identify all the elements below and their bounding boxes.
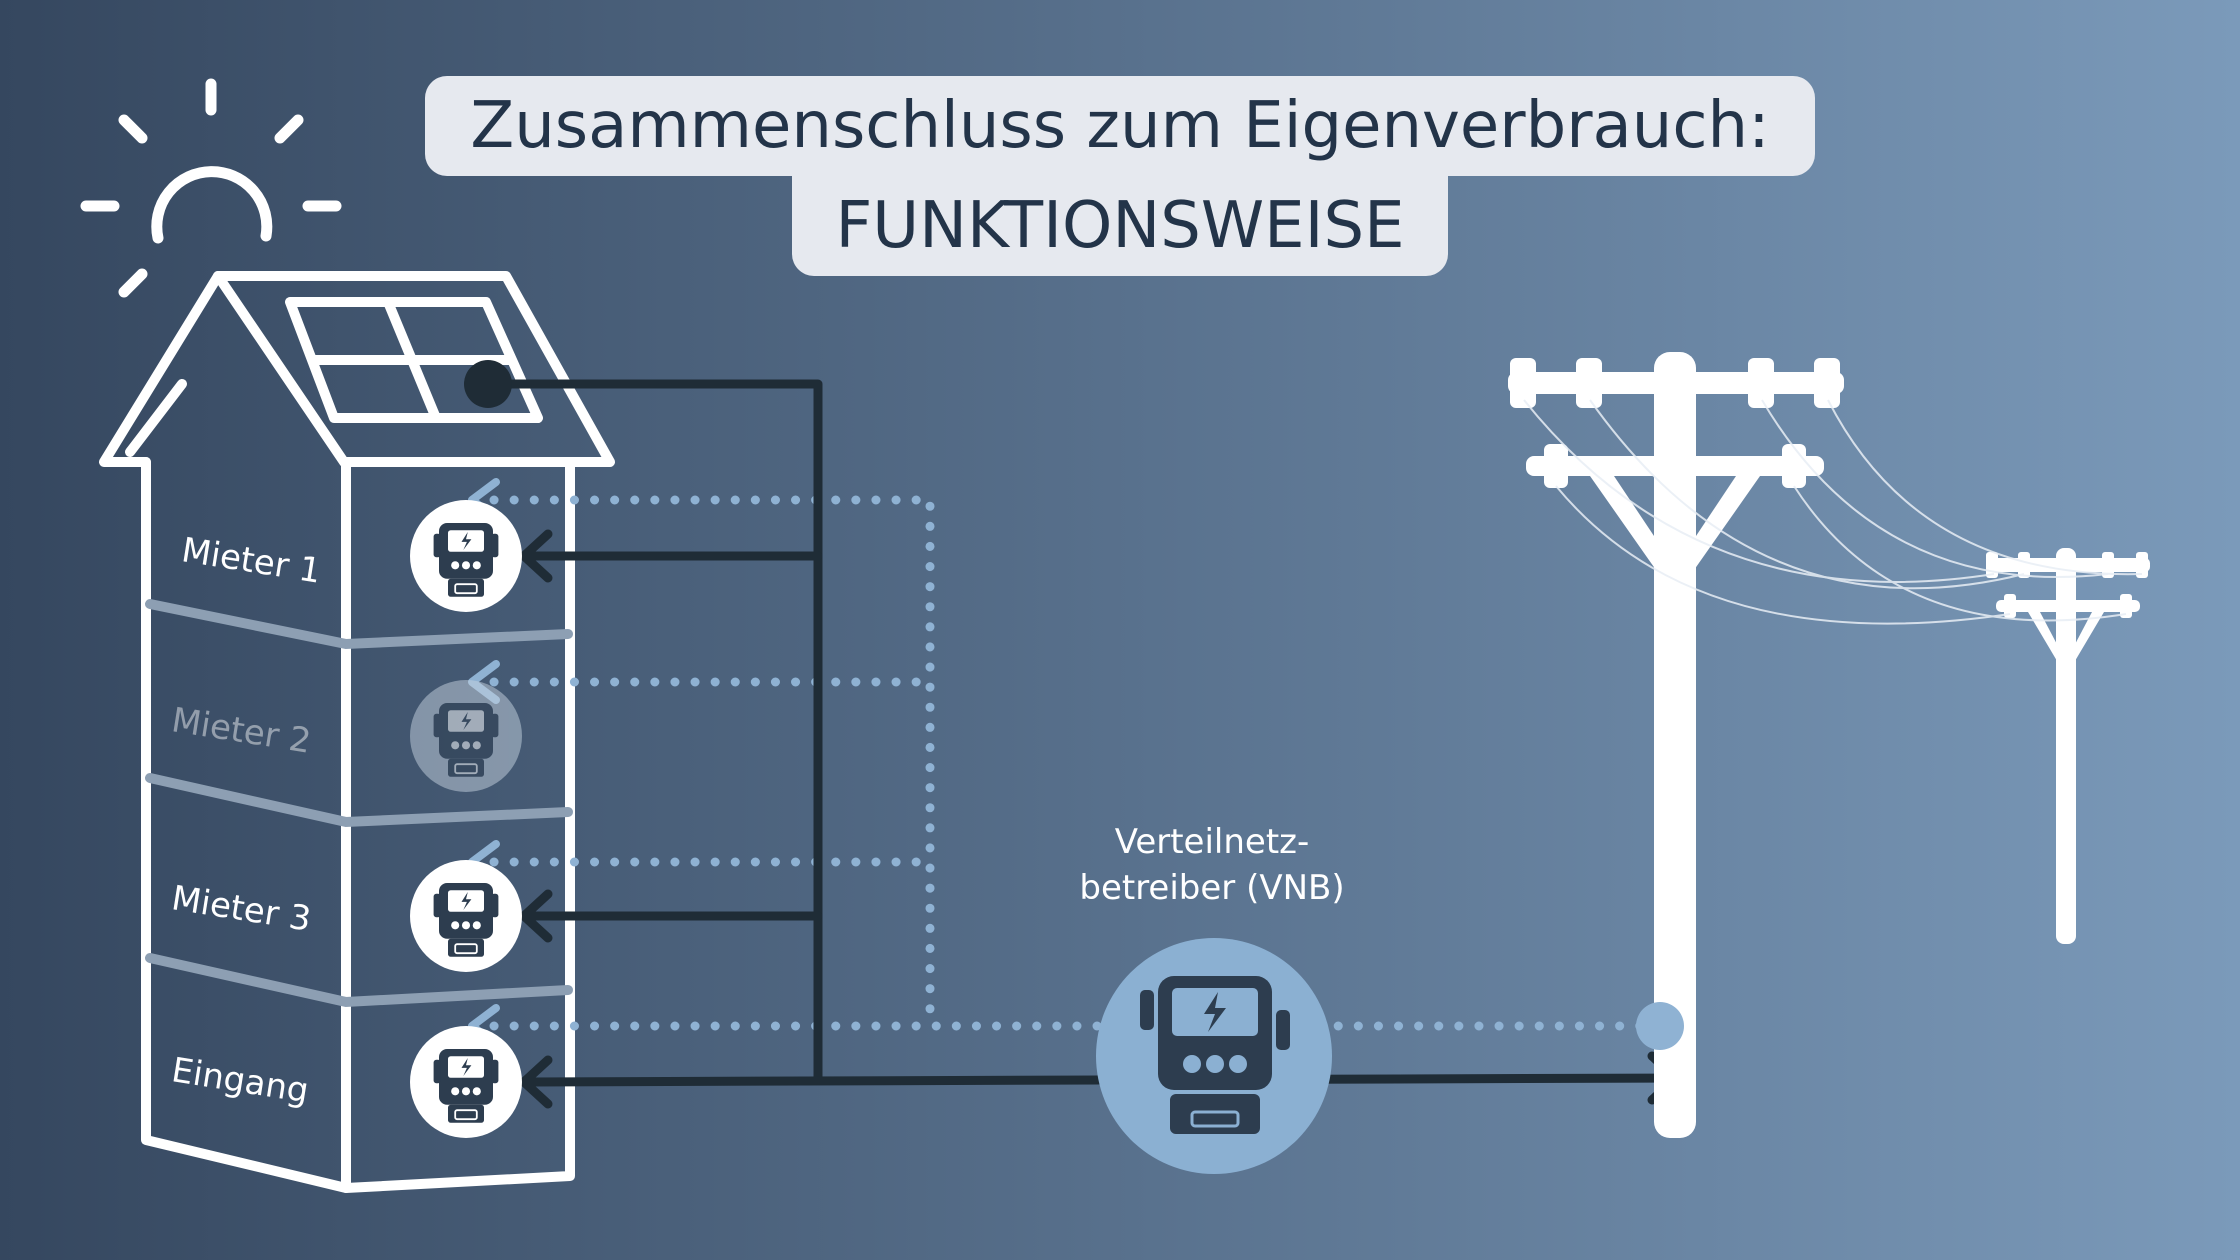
solar-connection-node xyxy=(464,360,512,408)
title-line-2: FUNKTIONSWEISE xyxy=(792,176,1448,276)
meter-mieter-1 xyxy=(410,500,522,612)
title-line-1: Zusammenschluss zum Eigenverbrauch: xyxy=(425,76,1815,176)
dotted-connection-lines xyxy=(489,495,1665,1031)
building xyxy=(99,271,615,1193)
meter-eingang xyxy=(410,1026,522,1138)
vnb-label-line-1: Verteilnetz- xyxy=(1114,822,1310,862)
grid-connection-node xyxy=(1636,1002,1684,1050)
utility-pole-icon xyxy=(1508,352,1844,1138)
floor-dividers xyxy=(145,599,573,1008)
vnb-meter-icon xyxy=(1096,938,1332,1174)
vnb-label-line-2: betreiber (VNB) xyxy=(1079,868,1345,908)
solar-panel-icon xyxy=(285,297,543,423)
power-wires xyxy=(1523,399,2143,625)
meter-mieter-3 xyxy=(410,860,522,972)
sun-icon xyxy=(80,78,342,298)
meter-mieter-2 xyxy=(410,680,522,792)
